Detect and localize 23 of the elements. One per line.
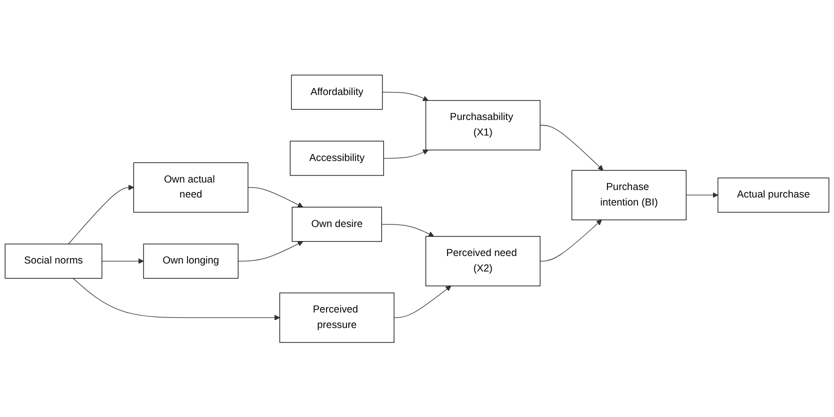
node-box: Perceived pressure <box>279 292 394 342</box>
node-box: Own desire <box>292 206 382 242</box>
arrow <box>381 224 434 236</box>
node-box: Actual purchase <box>718 177 830 212</box>
node-box: Perceived need (X2) <box>426 236 540 286</box>
node-box: Accessibility <box>290 140 384 176</box>
arrow <box>540 219 602 262</box>
node-box: Social norms <box>4 243 102 278</box>
arrow <box>540 124 604 170</box>
node-box: Affordability <box>291 74 383 110</box>
arrow <box>383 149 428 158</box>
arrow <box>102 258 144 264</box>
node-box: Own longing <box>143 243 238 278</box>
node-box: Purchase intention (BI) <box>572 170 686 220</box>
arrow <box>382 92 428 101</box>
node-box: Own actual need <box>133 162 248 212</box>
node-box: Purchasability (X1) <box>426 100 540 150</box>
arrow <box>394 285 452 318</box>
arrow <box>72 278 280 320</box>
arrow <box>68 184 134 244</box>
arrow <box>686 192 718 198</box>
arrow <box>238 240 304 262</box>
arrow <box>248 186 304 208</box>
